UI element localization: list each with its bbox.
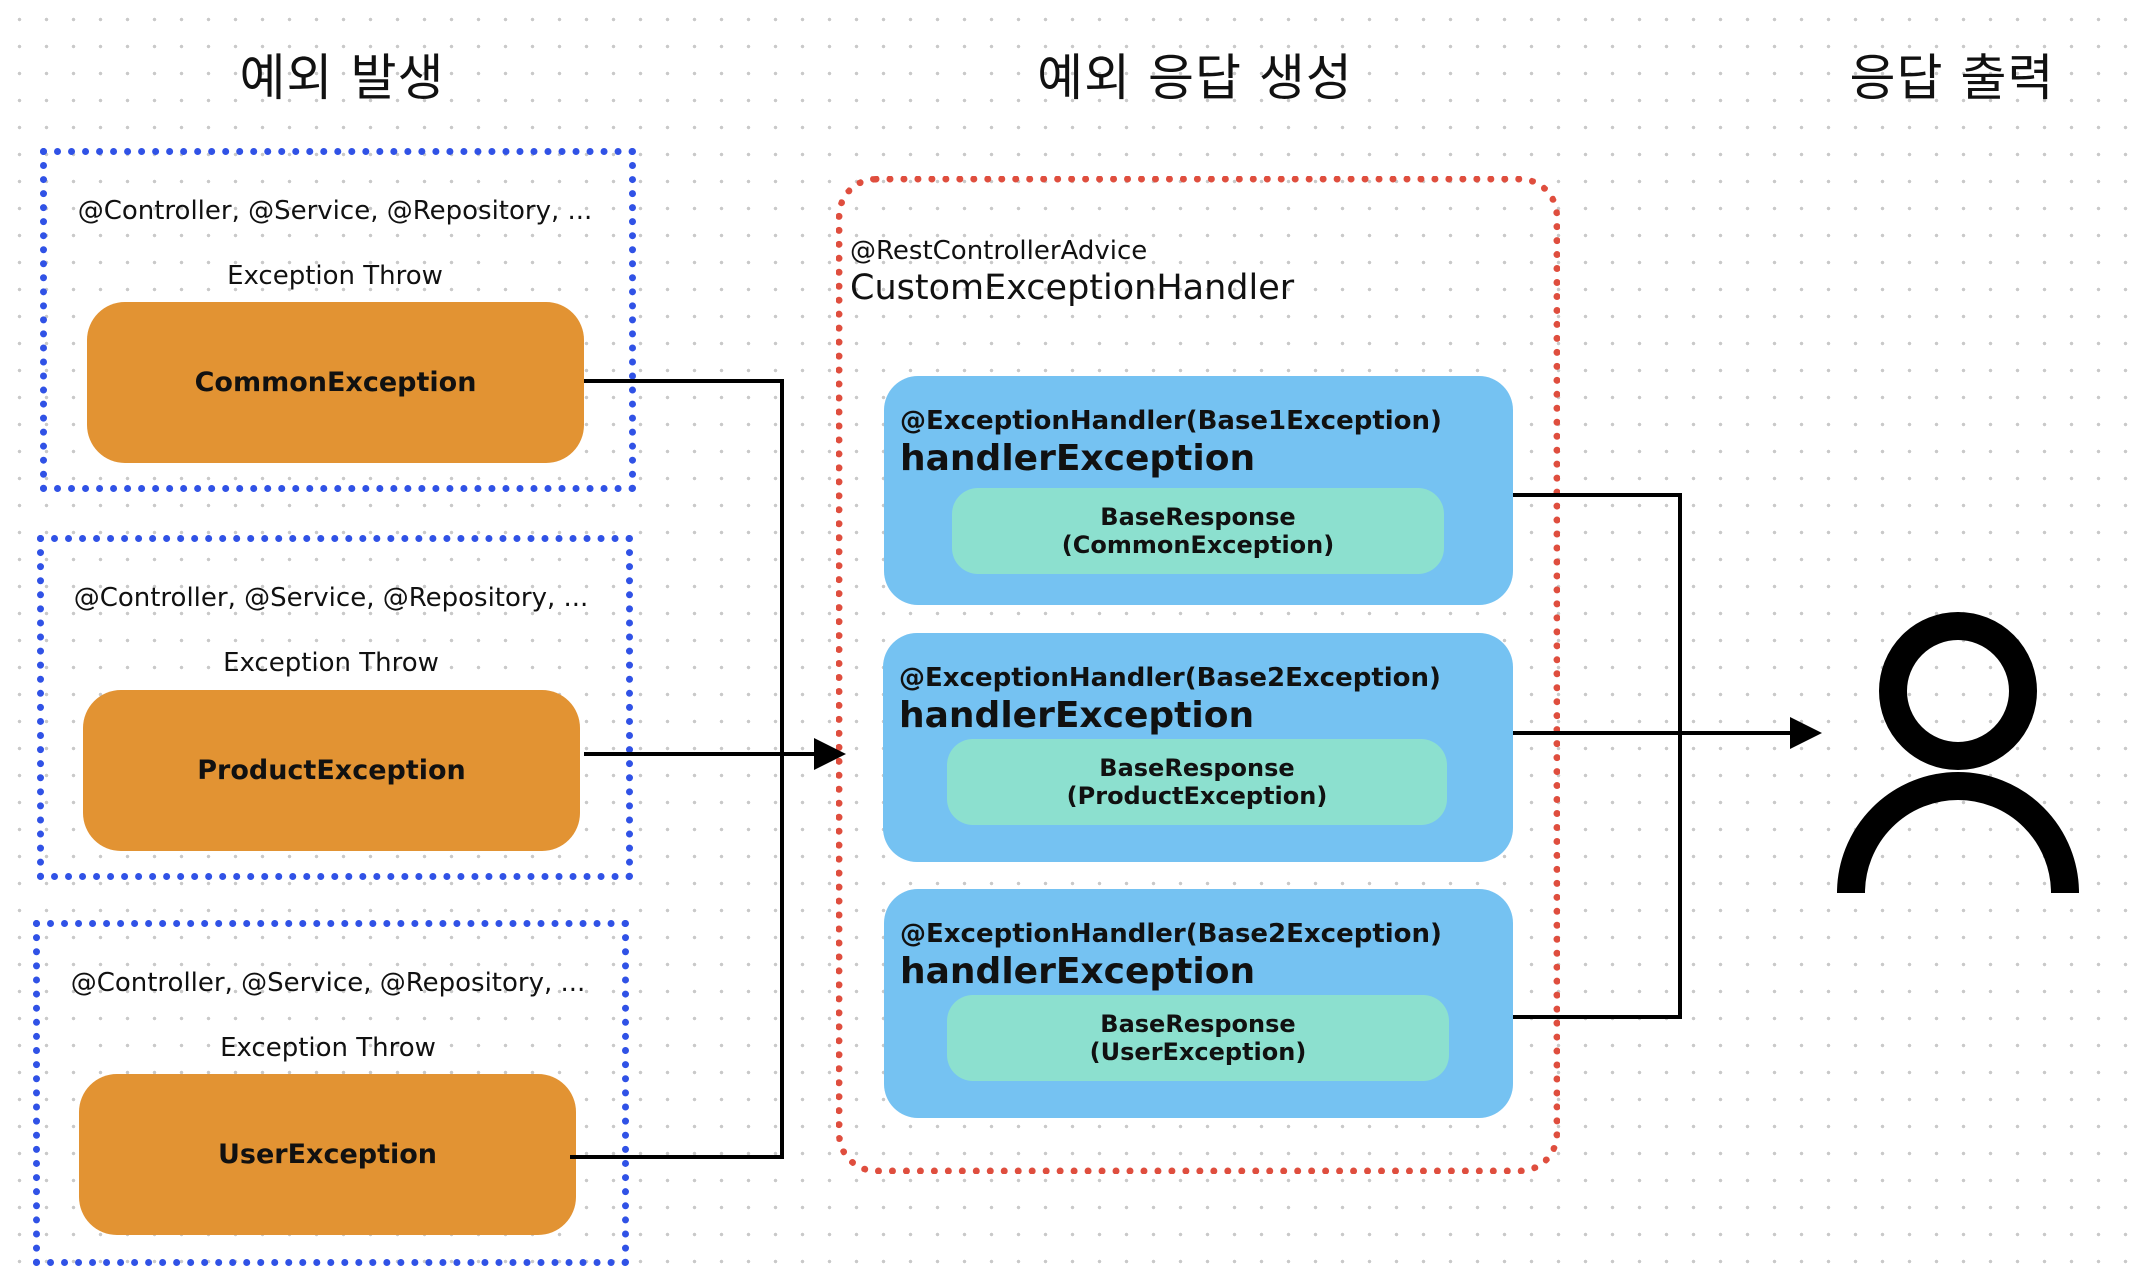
advice-class-name: CustomExceptionHandler (850, 268, 1295, 308)
heading-response-output: 응답 출력 (1849, 49, 2055, 107)
exception-product: ProductException (83, 690, 580, 851)
service-layer-box-1 (40, 148, 636, 492)
exception-handler-1: @ExceptionHandler(Base1Exception) handle… (884, 376, 1513, 605)
handler-annotation-3: @ExceptionHandler(Base2Exception) (900, 919, 1442, 949)
handler-annotation-1: @ExceptionHandler(Base1Exception) (900, 406, 1442, 436)
base-response-exception-1: (CommonException) (1061, 531, 1335, 559)
base-response-2: BaseResponse (ProductException) (947, 739, 1447, 825)
heading-exception-occur: 예외 발생 (239, 49, 445, 107)
base-response-type-2: BaseResponse (1099, 754, 1295, 782)
rest-controller-advice-box (836, 176, 1560, 1174)
user-icon (1837, 612, 2079, 894)
exception-user: UserException (79, 1074, 576, 1235)
merge-connector-right (1513, 493, 1682, 1019)
heading-response-generate: 예외 응답 생성 (1037, 49, 1353, 107)
handler-method-2: handlerException (899, 695, 1255, 736)
exception-handler-2: @ExceptionHandler(Base2Exception) handle… (883, 633, 1513, 862)
layer-annotation-3: @Controller, @Service, @Repository, ... (70, 968, 586, 998)
throw-label-3: Exception Throw (220, 1033, 436, 1063)
throw-label-2: Exception Throw (223, 648, 439, 678)
handler-annotation-2: @ExceptionHandler(Base2Exception) (899, 663, 1441, 693)
advice-annotation: @RestControllerAdvice (850, 236, 1148, 266)
layer-annotation-2: @Controller, @Service, @Repository, ... (73, 583, 589, 613)
merge-connector-left (570, 379, 784, 1159)
base-response-3: BaseResponse (UserException) (947, 995, 1449, 1081)
base-response-type-3: BaseResponse (1100, 1010, 1296, 1038)
exception-handler-3: @ExceptionHandler(Base2Exception) handle… (884, 889, 1513, 1118)
throw-label-1: Exception Throw (227, 261, 443, 291)
base-response-1: BaseResponse (CommonException) (952, 488, 1444, 574)
base-response-exception-3: (UserException) (1089, 1038, 1307, 1066)
service-layer-box-2 (37, 535, 633, 880)
handler-method-3: handlerException (900, 951, 1256, 992)
base-response-exception-2: (ProductException) (1066, 782, 1328, 810)
handler-method-1: handlerException (900, 438, 1256, 479)
exception-common: CommonException (87, 302, 584, 463)
base-response-type-1: BaseResponse (1100, 503, 1296, 531)
layer-annotation-1: @Controller, @Service, @Repository, ... (77, 196, 593, 226)
